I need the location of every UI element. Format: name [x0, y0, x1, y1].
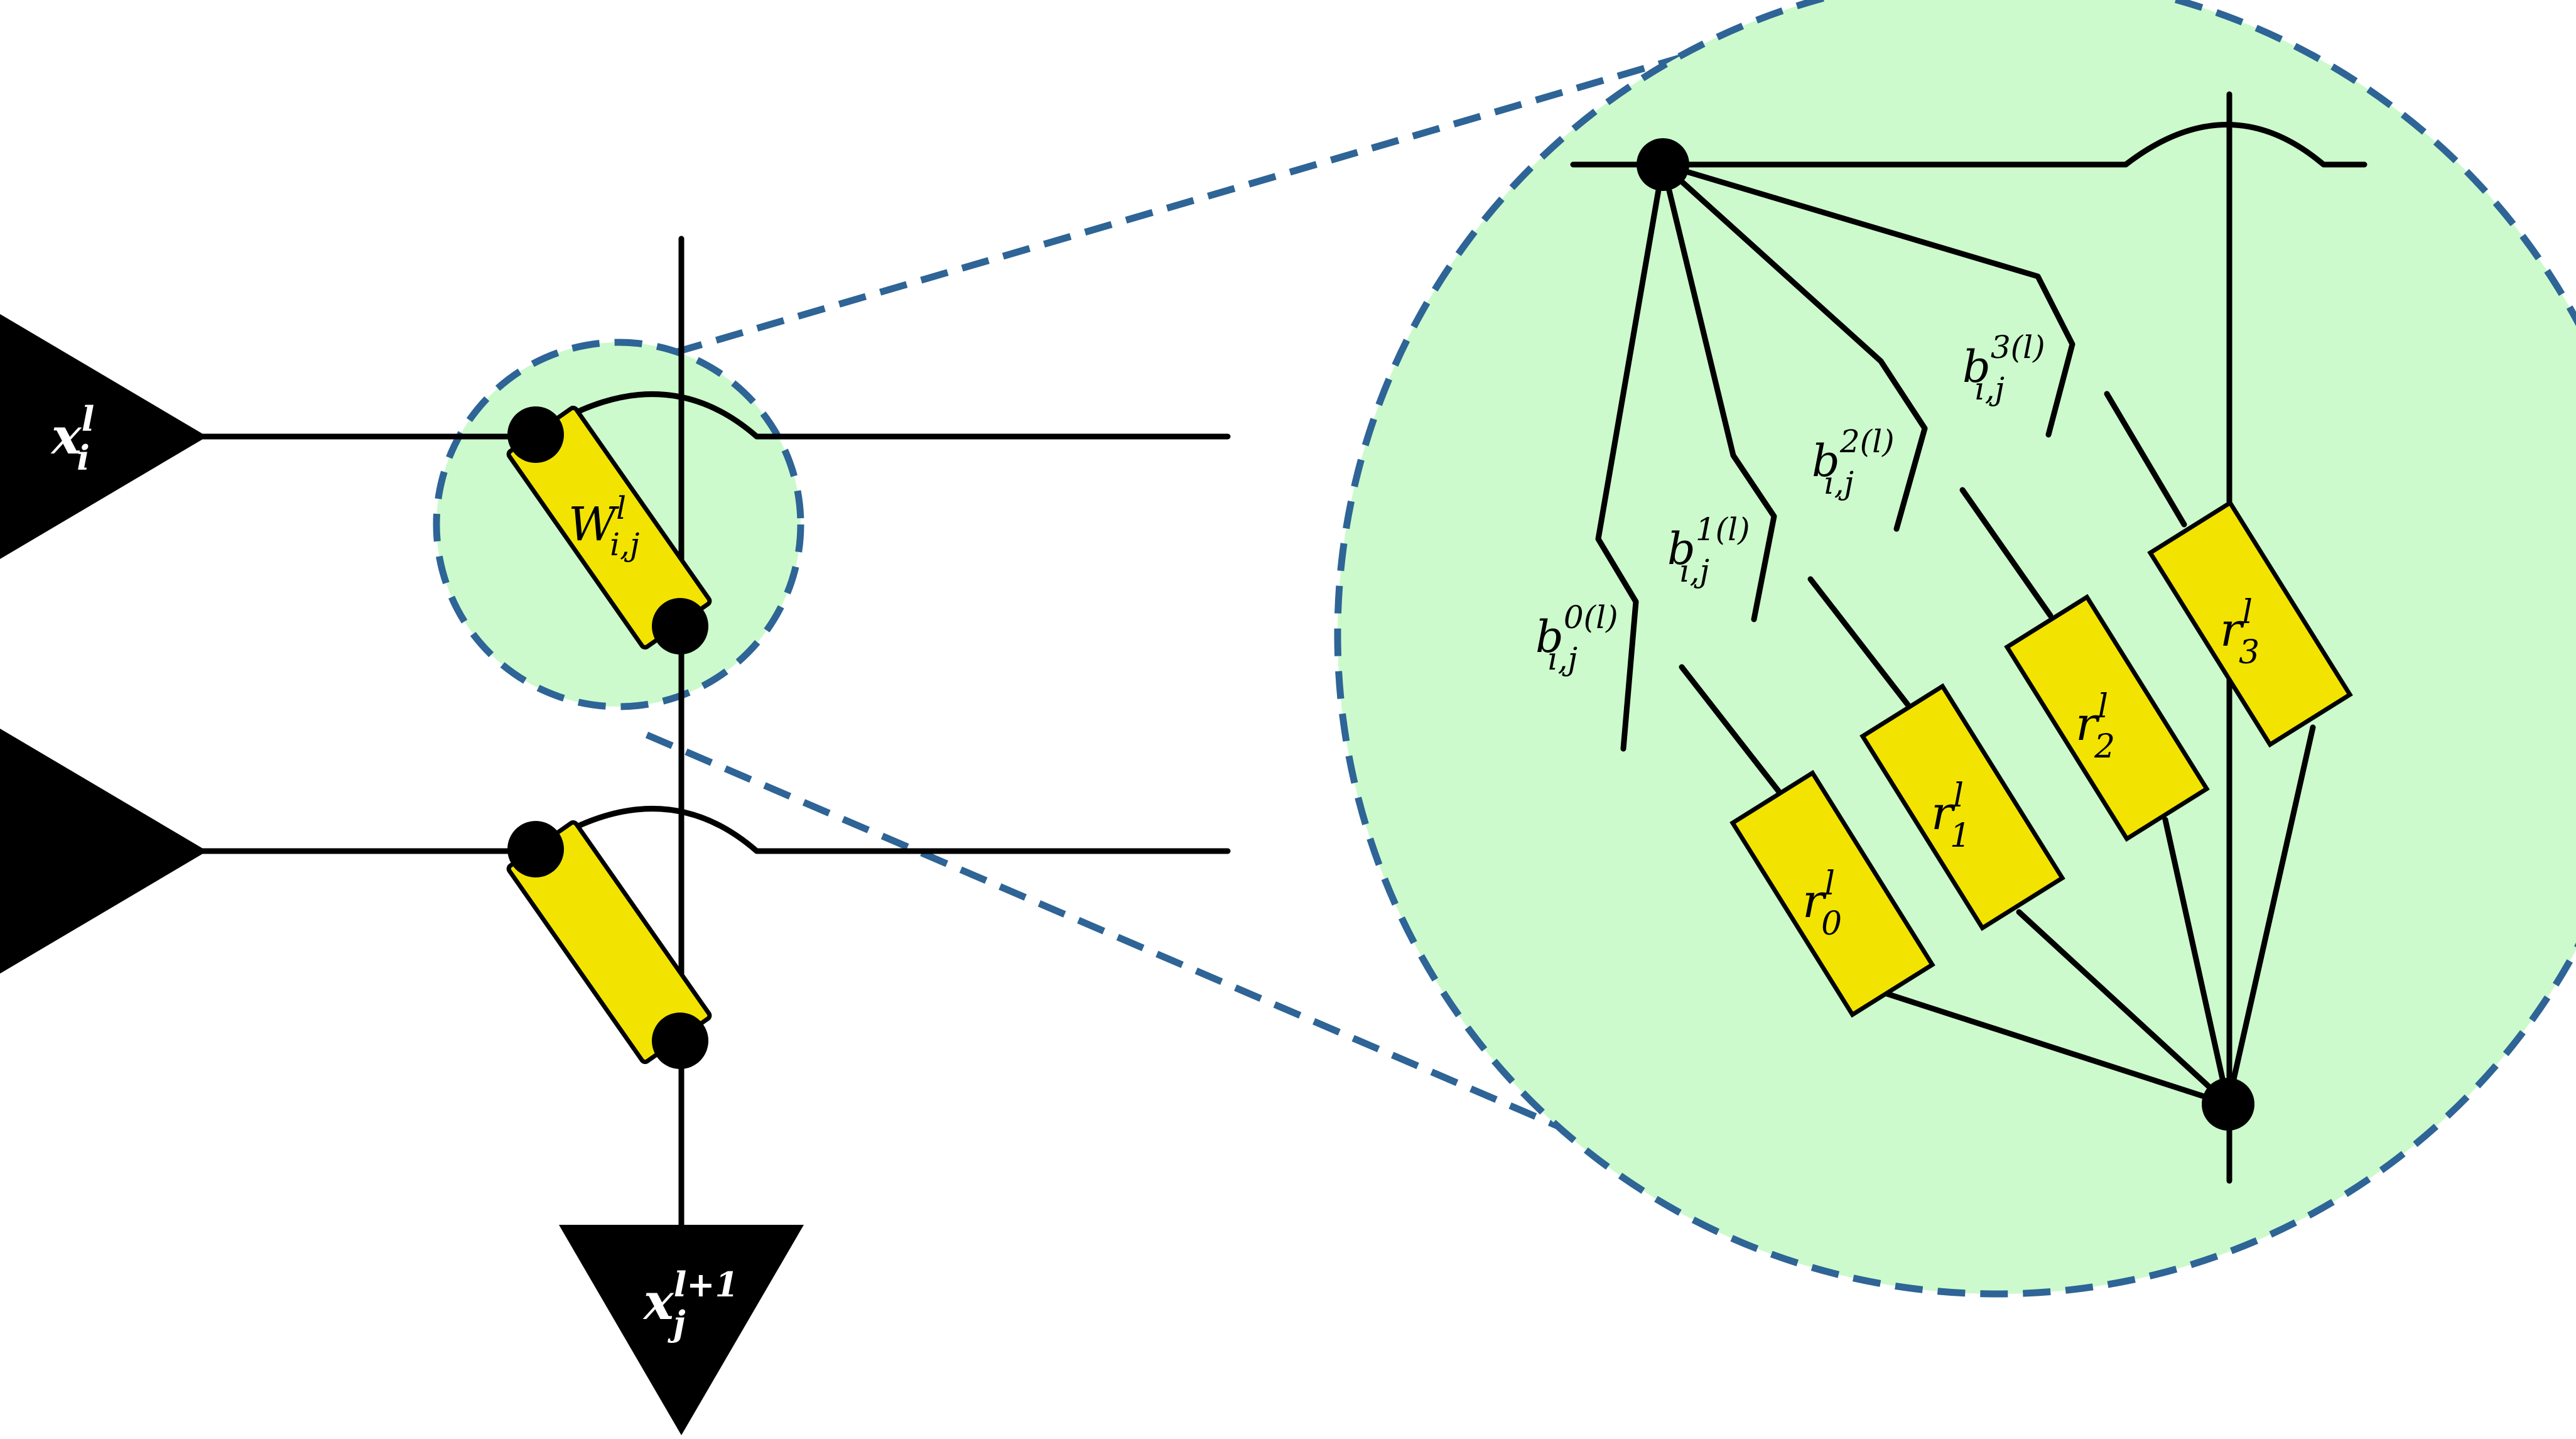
wire-r2-top — [1959, 487, 2054, 619]
wire-r0-bottom — [1880, 989, 2231, 1107]
bias-label-1: b1(l)i,j — [1667, 511, 1750, 589]
node — [652, 1013, 708, 1069]
wire-r3-top — [2104, 391, 2187, 528]
bias-branch-3 — [1660, 161, 2075, 438]
weight-resistor-2 — [506, 820, 712, 1069]
bias-label-3: b3(l)i,j — [1962, 329, 2045, 407]
bias-label-0: b0(l)i,j — [1535, 599, 1618, 677]
node — [507, 821, 564, 877]
output-triangle — [559, 1225, 804, 1435]
zoom-top-node — [1637, 138, 1689, 191]
resistor-r3 — [2147, 499, 2353, 748]
zoom-bottom-node — [2202, 1078, 2254, 1131]
weight-resistor-1 — [506, 405, 712, 654]
input-triangle-2 — [0, 729, 207, 974]
zoom-circle — [1334, 0, 2576, 1298]
resistor-r2 — [2004, 594, 2210, 842]
bias-branch-1 — [1660, 161, 1777, 622]
zoom-row-wire — [1570, 122, 2368, 168]
resistor-r1 — [1859, 683, 2065, 931]
wire-r3-bottom — [2225, 724, 2316, 1107]
input-triangle-1 — [0, 314, 207, 559]
row-wire-2 — [198, 806, 1231, 854]
wire-r1-bottom — [2016, 909, 2231, 1107]
bias-branch-2 — [1660, 161, 1928, 532]
wire-r1-top — [1807, 576, 1911, 708]
resistor-r0 — [1729, 769, 1935, 1018]
node — [507, 406, 564, 463]
node — [652, 598, 708, 654]
wire-r0-top — [1679, 664, 1785, 799]
bias-label-2: b2(l)i,j — [1812, 423, 1895, 501]
wire-r2-bottom — [2162, 817, 2231, 1107]
bias-branch-0 — [1595, 161, 1666, 752]
